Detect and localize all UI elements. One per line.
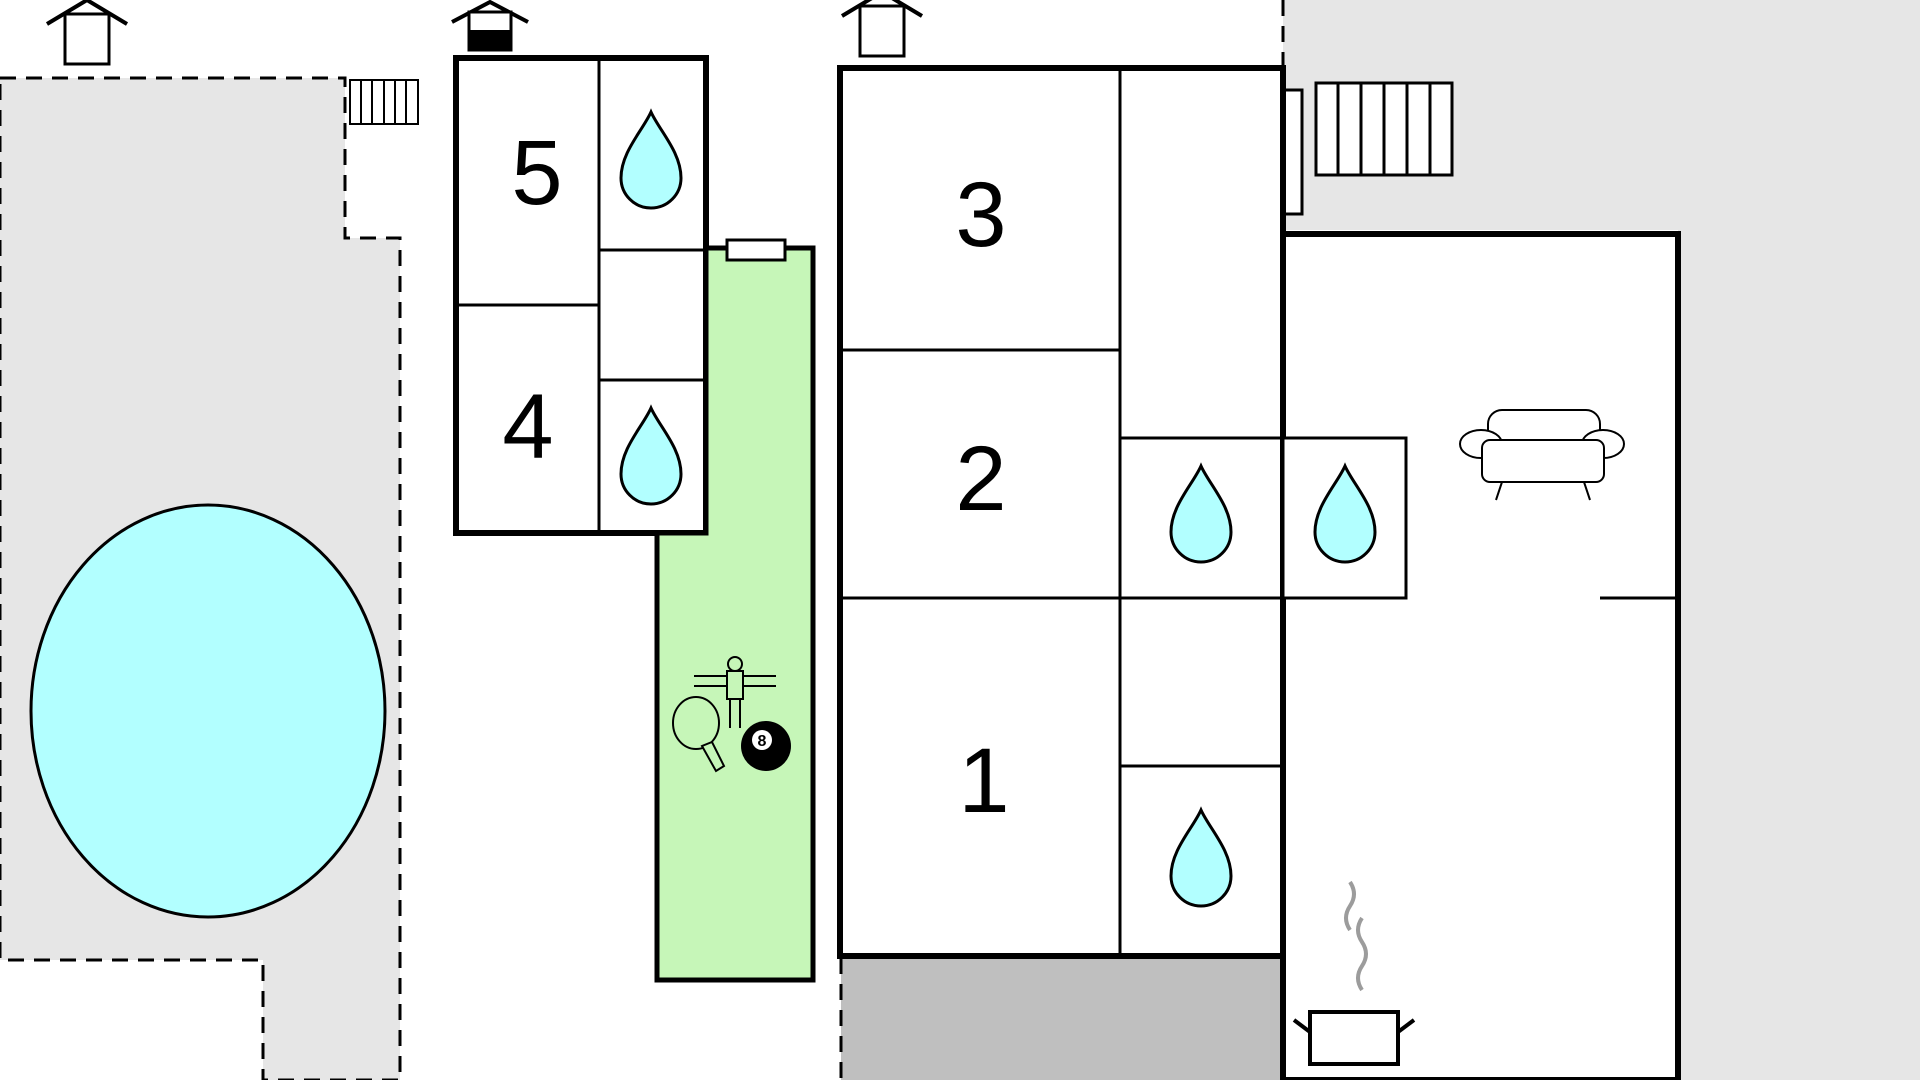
sofa-icon [1459,409,1625,501]
room-2-label: 2 [955,428,1006,530]
games-room [654,245,816,983]
carport-area [841,958,1282,1080]
room-1-label: 1 [958,730,1009,832]
table-tennis-icon [672,696,726,773]
house-icon [451,0,529,52]
billiard-ball-icon: 8 [741,721,791,771]
room-3-label: 3 [955,164,1006,266]
room-4-label: 4 [502,376,553,478]
terrace-area [1283,0,1920,1080]
billiard-ball-number: 8 [758,733,767,750]
house-icon [45,0,129,66]
cooking-pot-icon [1292,880,1416,1066]
radiator-icon [725,238,787,262]
house-icon [840,0,924,58]
pool-icon [29,503,387,919]
stairs-icon [1314,81,1454,177]
room-5-label: 5 [511,122,562,224]
table-football-icon [694,656,776,728]
stairs-icon [349,79,419,125]
living-room [1280,231,1681,1080]
